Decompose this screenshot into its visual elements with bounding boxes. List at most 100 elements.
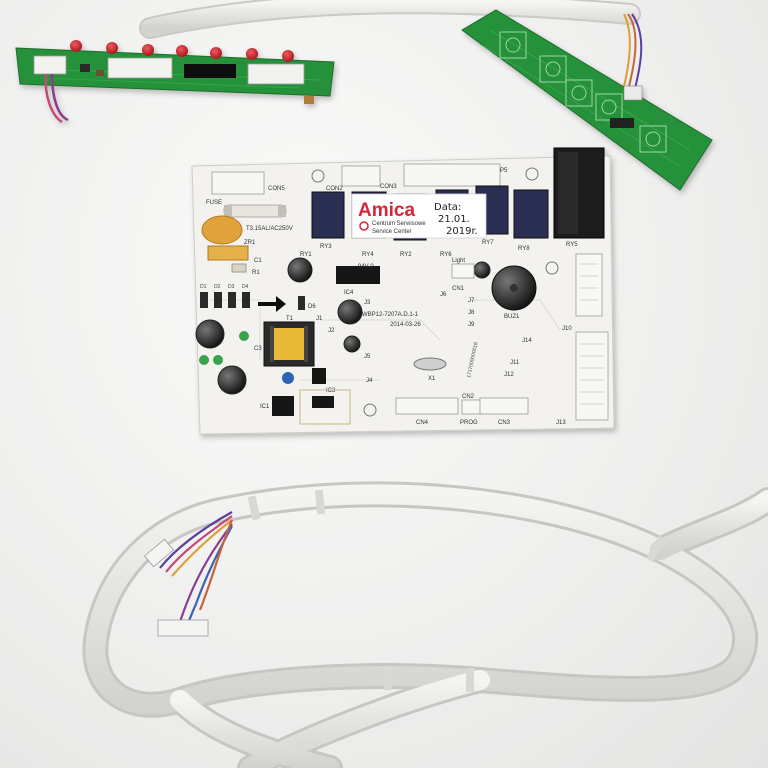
sticker-brand: Amica xyxy=(358,200,415,221)
label-c3: C3 xyxy=(254,346,262,352)
relay-ry8 xyxy=(513,189,549,239)
button-pad-3 xyxy=(565,79,593,107)
capacitor-right-small xyxy=(473,261,491,279)
capacitor-top xyxy=(287,257,313,283)
label-ry2: RY2 xyxy=(400,252,412,258)
ic3-chip xyxy=(312,396,334,408)
label-d4: D4 xyxy=(242,284,249,290)
plug-connector-1 xyxy=(143,538,175,568)
service-sticker: Amica Centrum Serwisowe Service Center D… xyxy=(351,193,487,239)
capacitor-mid xyxy=(337,299,363,325)
label-prog: PROG xyxy=(460,420,478,426)
label-d6: D6 xyxy=(308,304,316,310)
capacitor-c1 xyxy=(207,245,249,261)
label-date-code: 2014-03-26 xyxy=(390,322,421,328)
label-cn4: CN4 xyxy=(416,420,429,426)
label-fuse-rating: T3.15AL/AC250V xyxy=(246,226,293,232)
transformer-t1 xyxy=(263,321,315,367)
label-d3: D3 xyxy=(228,284,235,290)
led-row xyxy=(70,40,294,62)
label-j9: J9 xyxy=(468,322,475,328)
connector-con3 xyxy=(403,163,501,187)
wire-harness-cable xyxy=(82,481,768,768)
connector-con2 xyxy=(341,165,381,187)
connector-cn2-bottom xyxy=(461,399,483,415)
label-ry7: RY7 xyxy=(482,240,494,246)
connector-j10 xyxy=(575,253,603,317)
label-cn1: CN1 xyxy=(452,286,465,292)
label-j8: J8 xyxy=(468,310,475,316)
label-buz1: BUZ1 xyxy=(504,314,520,320)
label-fuse: FUSE xyxy=(206,200,222,206)
connector-left-2 xyxy=(107,57,173,79)
label-ul: 94V-0 xyxy=(358,264,374,270)
label-ry3: RY3 xyxy=(320,244,332,250)
label-ic1: IC1 xyxy=(260,404,270,410)
label-cn2: CN2 xyxy=(462,394,475,400)
sticker-line2: Service Center xyxy=(372,229,412,235)
label-cn3: CN3 xyxy=(498,420,511,426)
label-x1: X1 xyxy=(428,376,436,382)
label-ry1: RY1 xyxy=(300,252,312,258)
label-model: WBP12-7207A.D.1-1 xyxy=(362,312,419,318)
varistor xyxy=(201,215,243,245)
label-j12: J12 xyxy=(504,372,514,378)
label-j6: J6 xyxy=(440,292,447,298)
label-j4: J4 xyxy=(366,378,373,384)
green-control-board-right xyxy=(461,9,713,191)
button-pad-1 xyxy=(499,31,527,59)
ic4-chip xyxy=(336,266,380,284)
label-j14: J14 xyxy=(522,338,532,344)
button-pad-4 xyxy=(595,93,623,121)
label-ic4: IC4 xyxy=(344,290,354,296)
button-pad-5 xyxy=(639,125,667,153)
capacitor-left xyxy=(195,319,225,349)
label-j10: J10 xyxy=(562,326,572,332)
label-d1: D1 xyxy=(200,284,207,290)
connector-con5 xyxy=(211,171,265,195)
label-j7: J7 xyxy=(468,298,475,304)
sticker-date-year: 2019r. xyxy=(446,226,478,237)
diode-d6 xyxy=(298,296,305,310)
label-light: Light xyxy=(452,258,465,264)
label-d2: D2 xyxy=(214,284,221,290)
sticker-date-day: 21.01. xyxy=(438,214,470,225)
label-con2: CON2 xyxy=(326,186,343,192)
crystal-x1 xyxy=(413,357,447,371)
label-r1: R1 xyxy=(252,270,260,276)
blue-capacitor xyxy=(282,372,294,384)
label-con5: CON5 xyxy=(268,186,285,192)
label-zr1: ZR1 xyxy=(244,240,256,246)
label-p5: P5 xyxy=(500,168,508,174)
label-ic3: IC3 xyxy=(326,388,336,394)
sticker-data-label: Data: xyxy=(434,202,461,213)
label-c1: C1 xyxy=(254,258,262,264)
sticker-logo-icon xyxy=(359,221,369,231)
label-t1: T1 xyxy=(286,316,294,322)
ic1-chip xyxy=(272,396,294,416)
label-j2: J2 xyxy=(328,328,335,334)
label-j1: J1 xyxy=(316,316,323,322)
label-con3: CON3 xyxy=(380,184,397,190)
connector-cn3 xyxy=(479,397,529,415)
plug-connector-2 xyxy=(157,619,209,637)
label-j3: J3 xyxy=(364,300,371,306)
sticker-line1: Centrum Serwisowe xyxy=(372,221,426,227)
label-ry8: RY8 xyxy=(518,246,530,252)
top-cable xyxy=(139,0,643,95)
button-pad-2 xyxy=(539,55,567,83)
arrow-marking xyxy=(258,296,286,312)
label-ry6: RY6 xyxy=(440,252,452,258)
relay-ry3 xyxy=(311,191,345,239)
label-ry5: RY5 xyxy=(566,242,578,248)
label-j13: J13 xyxy=(556,420,566,426)
connector-left-3 xyxy=(247,63,305,85)
label-j11: J11 xyxy=(510,360,520,366)
connector-light xyxy=(451,263,475,279)
label-j5: J5 xyxy=(364,354,371,360)
connector-cn4 xyxy=(395,397,459,415)
main-pcb: CON5 CON2 CON3 P5 FUSE T3.15AL/AC250V ZR… xyxy=(191,147,615,435)
green-control-board-left xyxy=(15,40,335,124)
capacitor-bottom-left xyxy=(217,365,247,395)
